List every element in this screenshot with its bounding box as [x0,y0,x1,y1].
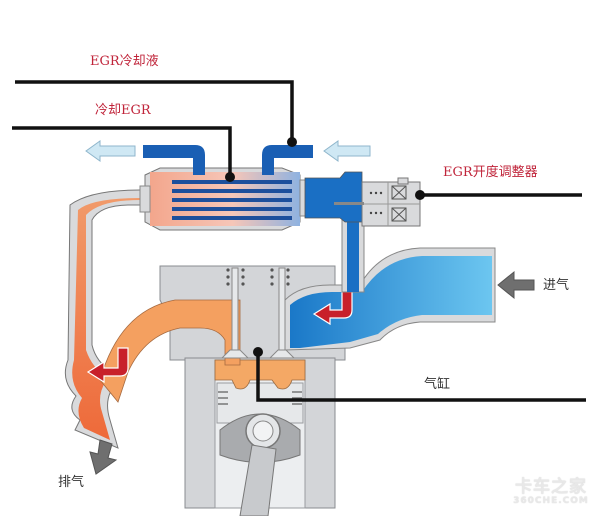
piston [216,382,304,516]
watermark-text-cn: 卡车之家 [515,477,587,497]
combustion-chamber [214,359,306,390]
exhaust-flow-arrow [86,347,129,384]
intake-gray-arrow [497,270,535,300]
label-cooled-egr: 冷却EGR [95,103,151,118]
coolant-in-arrow [323,140,371,162]
coolant-pipes [143,145,313,175]
label-intake: 进气 [543,278,570,293]
watermark-text-en: 360CHE.COM [513,496,589,506]
label-cylinder: 气缸 [424,377,451,392]
watermark-logo: 卡车之家 360CHE.COM [505,478,597,507]
label-egr-valve: EGR开度调整器 [443,165,538,180]
egr-cooler [139,167,311,231]
egr-return-pipe [341,211,365,293]
label-egr-coolant: EGR冷却液 [90,54,159,69]
intake-flow-arrow [312,289,353,326]
egr-valve-body [304,171,421,227]
exhaust-gray-arrow [89,439,118,475]
label-exhaust: 排气 [58,475,85,490]
coolant-out-arrow [85,140,136,162]
intake-duct [284,247,496,351]
leader-lines [12,80,586,402]
